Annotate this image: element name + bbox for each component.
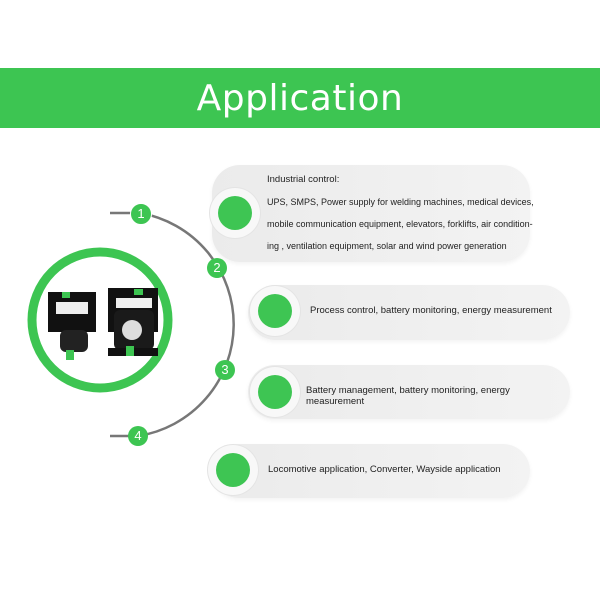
page-title: Application xyxy=(196,77,404,119)
step-badge: 4 xyxy=(128,426,148,446)
bullet-icon xyxy=(258,294,292,328)
timeline-arc xyxy=(110,211,235,438)
bullet-icon xyxy=(258,375,292,409)
card-text: Battery management, battery monitoring, … xyxy=(306,385,510,407)
card-text: Process control, battery monitoring, ene… xyxy=(310,305,552,316)
application-card-1: Industrial control: UPS, SMPS, Power sup… xyxy=(212,165,534,262)
title-banner: Application xyxy=(0,68,600,128)
card-text: Locomotive application, Converter, Waysi… xyxy=(268,464,501,475)
application-card-2: Process control, battery monitoring, ene… xyxy=(248,285,570,340)
step-badge: 1 xyxy=(130,203,152,225)
bullet-icon xyxy=(216,453,250,487)
application-card-4: Locomotive application, Converter, Waysi… xyxy=(212,444,530,498)
card-line: ing , ventilation equipment, solar and w… xyxy=(267,241,507,251)
bullet-icon xyxy=(218,196,252,230)
card-line: UPS, SMPS, Power supply for welding mach… xyxy=(267,197,534,207)
product-image xyxy=(48,288,158,360)
application-card-3: Battery management, battery monitoring, … xyxy=(248,365,570,419)
step-badge: 2 xyxy=(207,258,227,278)
card-line: mobile communication equipment, elevator… xyxy=(267,219,533,229)
step-badge: 3 xyxy=(215,360,235,380)
card-heading: Industrial control: xyxy=(267,174,340,185)
